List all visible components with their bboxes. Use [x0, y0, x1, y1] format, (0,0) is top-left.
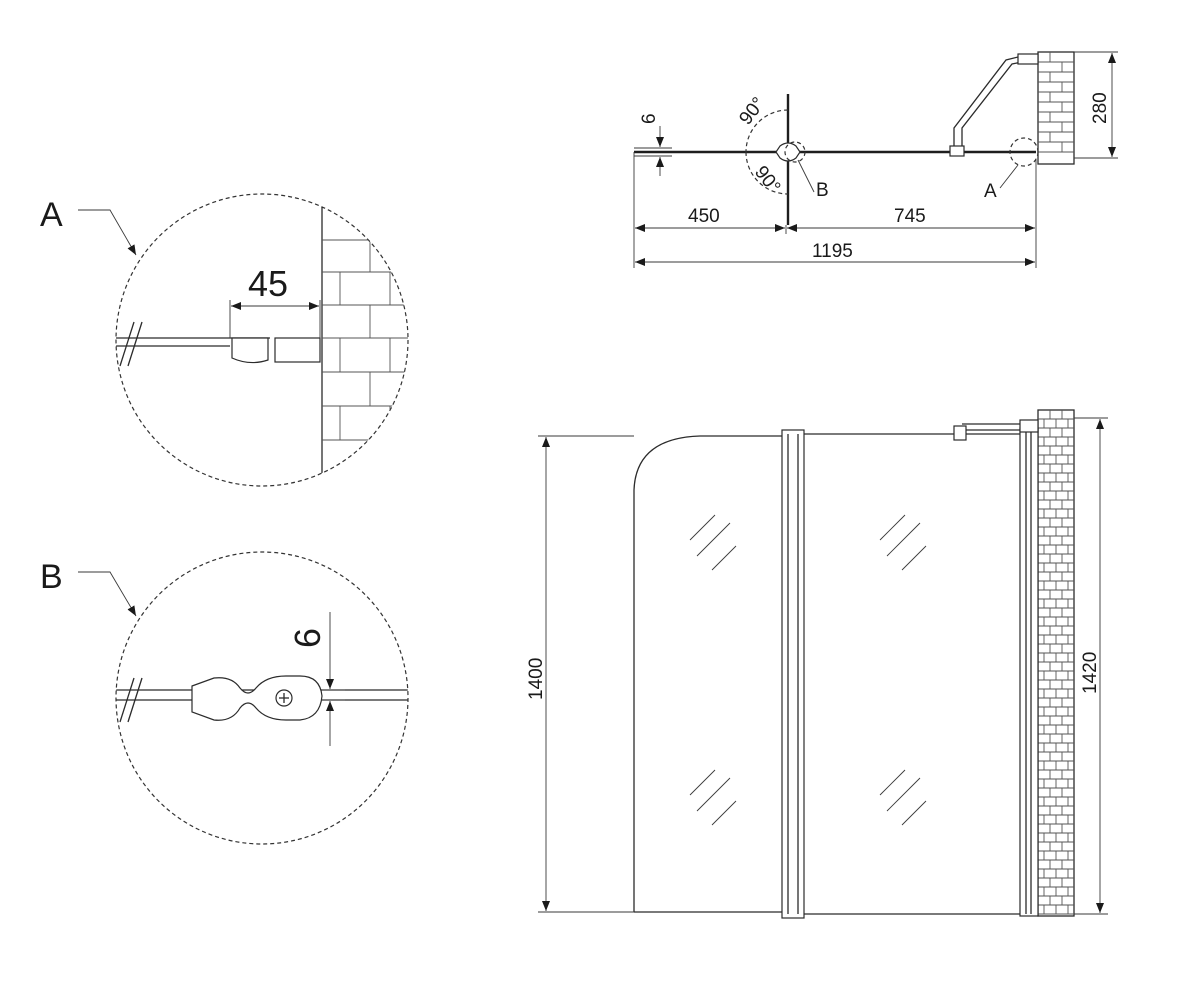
detail-b-circle	[115, 551, 409, 845]
front-wall-profile	[1019, 427, 1039, 917]
glass-reflection-marks	[689, 514, 927, 826]
detail-b: B 6	[40, 551, 409, 845]
plan-a-marker	[1009, 137, 1039, 167]
detail-b-contents	[116, 675, 408, 723]
detail-b-break-mark	[127, 677, 143, 723]
front-hinge-profile	[781, 429, 805, 919]
plan-angle-upper: 90°	[735, 94, 769, 130]
detail-a-dimension: 45	[248, 263, 288, 304]
plan-b-leader	[797, 159, 815, 193]
front-swing-panel	[633, 435, 782, 912]
front-wall	[1037, 409, 1075, 917]
detail-a-circle	[115, 193, 409, 487]
detail-b-leader	[78, 571, 137, 617]
plan-thickness-label: 6	[639, 113, 660, 124]
detail-b-dimension: 6	[287, 628, 328, 648]
plan-hinge	[775, 142, 801, 162]
plan-angle-lower: 90°	[750, 162, 784, 198]
detail-a-break-mark	[119, 321, 135, 367]
plan-dim-left-label: 450	[688, 206, 720, 227]
plan-support-wall-bracket	[1017, 53, 1039, 65]
plan-dim-right-label: 745	[894, 206, 926, 227]
detail-b-break-mark	[119, 677, 135, 723]
detail-a-wall	[321, 194, 408, 486]
plan-a-leader	[999, 164, 1019, 189]
plan-a-label: A	[984, 181, 997, 202]
plan-view: 90° 90° B A 6 450 745 1195 2	[633, 51, 1118, 268]
plan-hinge-marker	[784, 141, 806, 163]
detail-a-contents	[116, 194, 408, 486]
plan-angle-arc-lower	[745, 151, 789, 195]
plan-wall	[1037, 51, 1075, 165]
detail-b-label: B	[40, 558, 63, 596]
plan-support-clamp	[949, 145, 965, 157]
plan-support-bar	[953, 55, 1023, 152]
detail-a-clamp	[231, 337, 269, 364]
plan-support-bar-inner	[961, 61, 1023, 150]
detail-a-wall-profile	[274, 337, 321, 363]
detail-b-hinge	[191, 675, 323, 721]
plan-angle-arc-upper	[745, 109, 789, 153]
plan-dim-total-label: 1195	[812, 241, 853, 262]
detail-a: A	[40, 193, 409, 487]
plan-b-label: B	[816, 180, 829, 201]
detail-a-label: A	[40, 196, 63, 234]
detail-a-leader	[78, 209, 137, 256]
front-dim-wall-height-label: 1420	[1080, 652, 1101, 694]
plan-dim-bracket-label: 280	[1090, 92, 1111, 124]
front-dim-glass-height-label: 1400	[526, 658, 547, 700]
front-support-clamp	[953, 425, 967, 441]
front-view: 1400 1420	[526, 409, 1108, 919]
front-support-wall-bracket	[1019, 419, 1039, 433]
detail-a-break-mark	[127, 321, 143, 367]
